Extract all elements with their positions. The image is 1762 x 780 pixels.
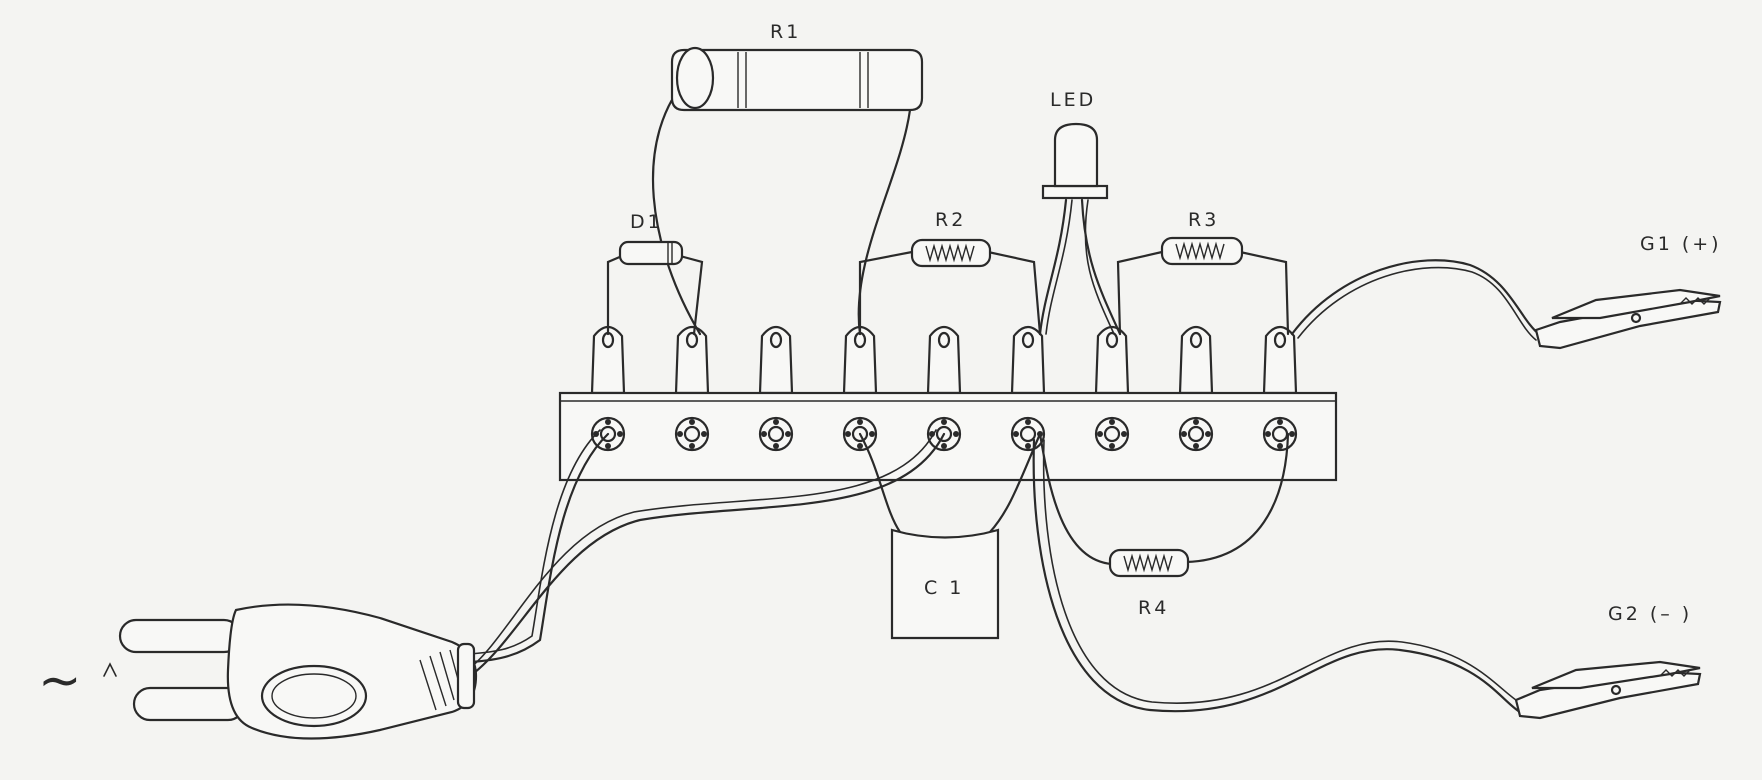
- power-plug: [118, 429, 946, 740]
- label-r2: R2: [935, 209, 966, 231]
- label-led: LED: [1050, 89, 1096, 111]
- label-d1: D1: [630, 211, 663, 233]
- solder-lug-hole: [1273, 331, 1287, 349]
- label-g2: G2 (– ): [1608, 603, 1692, 625]
- solder-lug-hole: [685, 331, 699, 349]
- solder-lug-hole: [1189, 331, 1203, 349]
- label-g1: G1 (+): [1640, 233, 1722, 255]
- ac-symbol: ~: [38, 651, 82, 711]
- solder-lug: [842, 325, 878, 395]
- led: [1038, 122, 1122, 336]
- solder-lug-hole: [769, 331, 783, 349]
- alligator-clip-g2: [1032, 438, 1702, 720]
- label-r4: R4: [1138, 597, 1169, 619]
- solder-lug: [590, 325, 626, 395]
- solder-lug-hole: [937, 331, 951, 349]
- ac-arrow: [103, 662, 117, 677]
- solder-lug: [926, 325, 962, 395]
- terminal-screw: [674, 416, 710, 452]
- solder-lug: [1010, 325, 1046, 395]
- solder-lug-hole: [1105, 331, 1119, 349]
- solder-lug: [758, 325, 794, 395]
- strip-screws: [590, 416, 1298, 452]
- resistor-r4: [1038, 432, 1290, 578]
- solder-lug: [1094, 325, 1130, 395]
- solder-lugs: [590, 325, 1298, 395]
- solder-lug: [1262, 325, 1298, 395]
- resistor-r1: [651, 46, 924, 336]
- solder-lug: [1178, 325, 1214, 395]
- diode-d1: [606, 240, 704, 336]
- label-r1: R1: [770, 21, 801, 43]
- terminal-strip: [558, 325, 1338, 482]
- label-c1: C 1: [924, 577, 964, 599]
- terminal-screw: [758, 416, 794, 452]
- label-r3: R3: [1188, 209, 1219, 231]
- terminal-screw: [1262, 416, 1298, 452]
- terminal-screw: [1094, 416, 1130, 452]
- resistor-r3: [1116, 236, 1290, 336]
- alligator-clip-g1: [1290, 259, 1722, 350]
- resistor-r2: [858, 238, 1042, 336]
- solder-lug-hole: [1021, 331, 1035, 349]
- terminal-screw: [1178, 416, 1214, 452]
- capacitor-c1: [858, 432, 1042, 640]
